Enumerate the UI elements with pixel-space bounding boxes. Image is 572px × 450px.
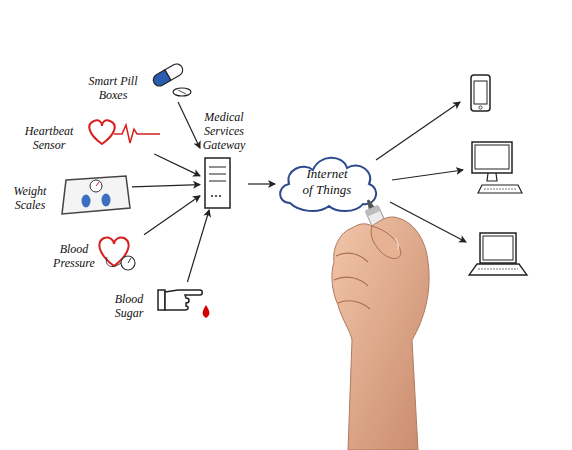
phone-icon [471,75,490,111]
blood-sugar-icon [158,290,209,318]
connector-arrow [144,196,200,235]
finger-crease [336,253,368,262]
node-label: Internet of Things [301,166,353,198]
device-arrows [376,102,466,242]
capsule-half [165,62,185,80]
node-label: Smart Pill Boxes [84,74,142,102]
device-arrow [390,202,466,242]
server-slot [209,174,226,175]
gauge [121,256,135,270]
pill-icon [151,62,191,96]
connector-group [132,102,275,282]
node-label: Blood Sugar [110,292,148,320]
node-label: Weight Scales [8,184,52,212]
label-area: Smart Pill Boxes [84,74,142,102]
scale-icon [62,176,130,214]
server-slot [209,181,226,182]
connector-arrow [248,183,275,184]
thumb [371,226,401,259]
phone-button [479,106,482,109]
finger-crease [338,301,370,309]
pointing-hand [165,290,202,310]
sensor-node: Blood Pressure [50,232,144,274]
label-area: Medical Services Gateway [200,110,248,152]
device-arrow [392,170,463,180]
hand [332,217,429,450]
pulse-line [114,125,160,143]
cloud-shape [280,158,376,211]
tablet [173,88,191,96]
connector-arrow [132,185,200,187]
keyboard [478,185,522,193]
monitor-frame [472,142,512,173]
gateway-node: Medical Services Gateway [200,110,248,210]
label-area: Blood Pressure [50,242,98,270]
blood-drop [203,305,210,318]
finger-crease [334,277,368,286]
blood-pressure-icon [99,237,135,270]
monitor-stand [487,173,497,181]
sensor-node: Smart Pill Boxes [84,58,192,102]
heartbeat-icon [89,120,160,144]
marker-body [365,205,402,266]
footprint [102,194,111,207]
label-area: Weight Scales [8,184,52,212]
heart-outline [89,120,114,144]
server-led [211,195,213,197]
laptop-lid [480,233,516,263]
monitor-screen [475,145,509,169]
label-area: Internet of Things [301,166,353,198]
server-led [215,195,217,197]
tablet-score [178,90,186,94]
marker-pen [362,197,403,266]
gauge-needle [128,258,131,263]
marker-band [365,205,380,216]
fist [332,217,429,450]
monitor-icon [472,142,522,193]
laptop-base [469,264,527,275]
sensor-node: Heartbeat Sensor [20,118,162,154]
connector-arrow [187,210,209,282]
server-led [219,195,221,197]
keyboard-keys [484,189,516,190]
scale-dial [90,180,102,192]
server-icon [205,158,230,208]
device-arrow [376,102,460,160]
connector-arrow [178,102,200,148]
scale-body [62,176,130,214]
node-label: Medical Services Gateway [200,110,248,152]
server-slot [209,167,226,168]
phone-body [471,75,490,111]
footprint [82,195,91,208]
laptop-icon [469,233,527,275]
hand-cuff [158,290,165,310]
label-area: Blood Sugar [110,292,148,320]
node-label: Blood Pressure [50,242,98,270]
laptop-screen [483,236,513,260]
cloud-node: Internet of Things [275,148,380,216]
server-case [205,158,230,208]
connector-arrow [154,154,200,176]
sensor-node: Blood Sugar [110,282,215,322]
marker-tip [365,199,374,210]
sensor-node: Weight Scales [8,172,132,218]
scale-needle [96,182,99,186]
cuff-tube [106,257,121,267]
phone-screen [474,81,487,104]
thumbnail-highlight [395,238,398,250]
laptop-keys [478,269,518,270]
label-area: Heartbeat Sensor [20,124,78,152]
node-label: Heartbeat Sensor [20,124,78,152]
